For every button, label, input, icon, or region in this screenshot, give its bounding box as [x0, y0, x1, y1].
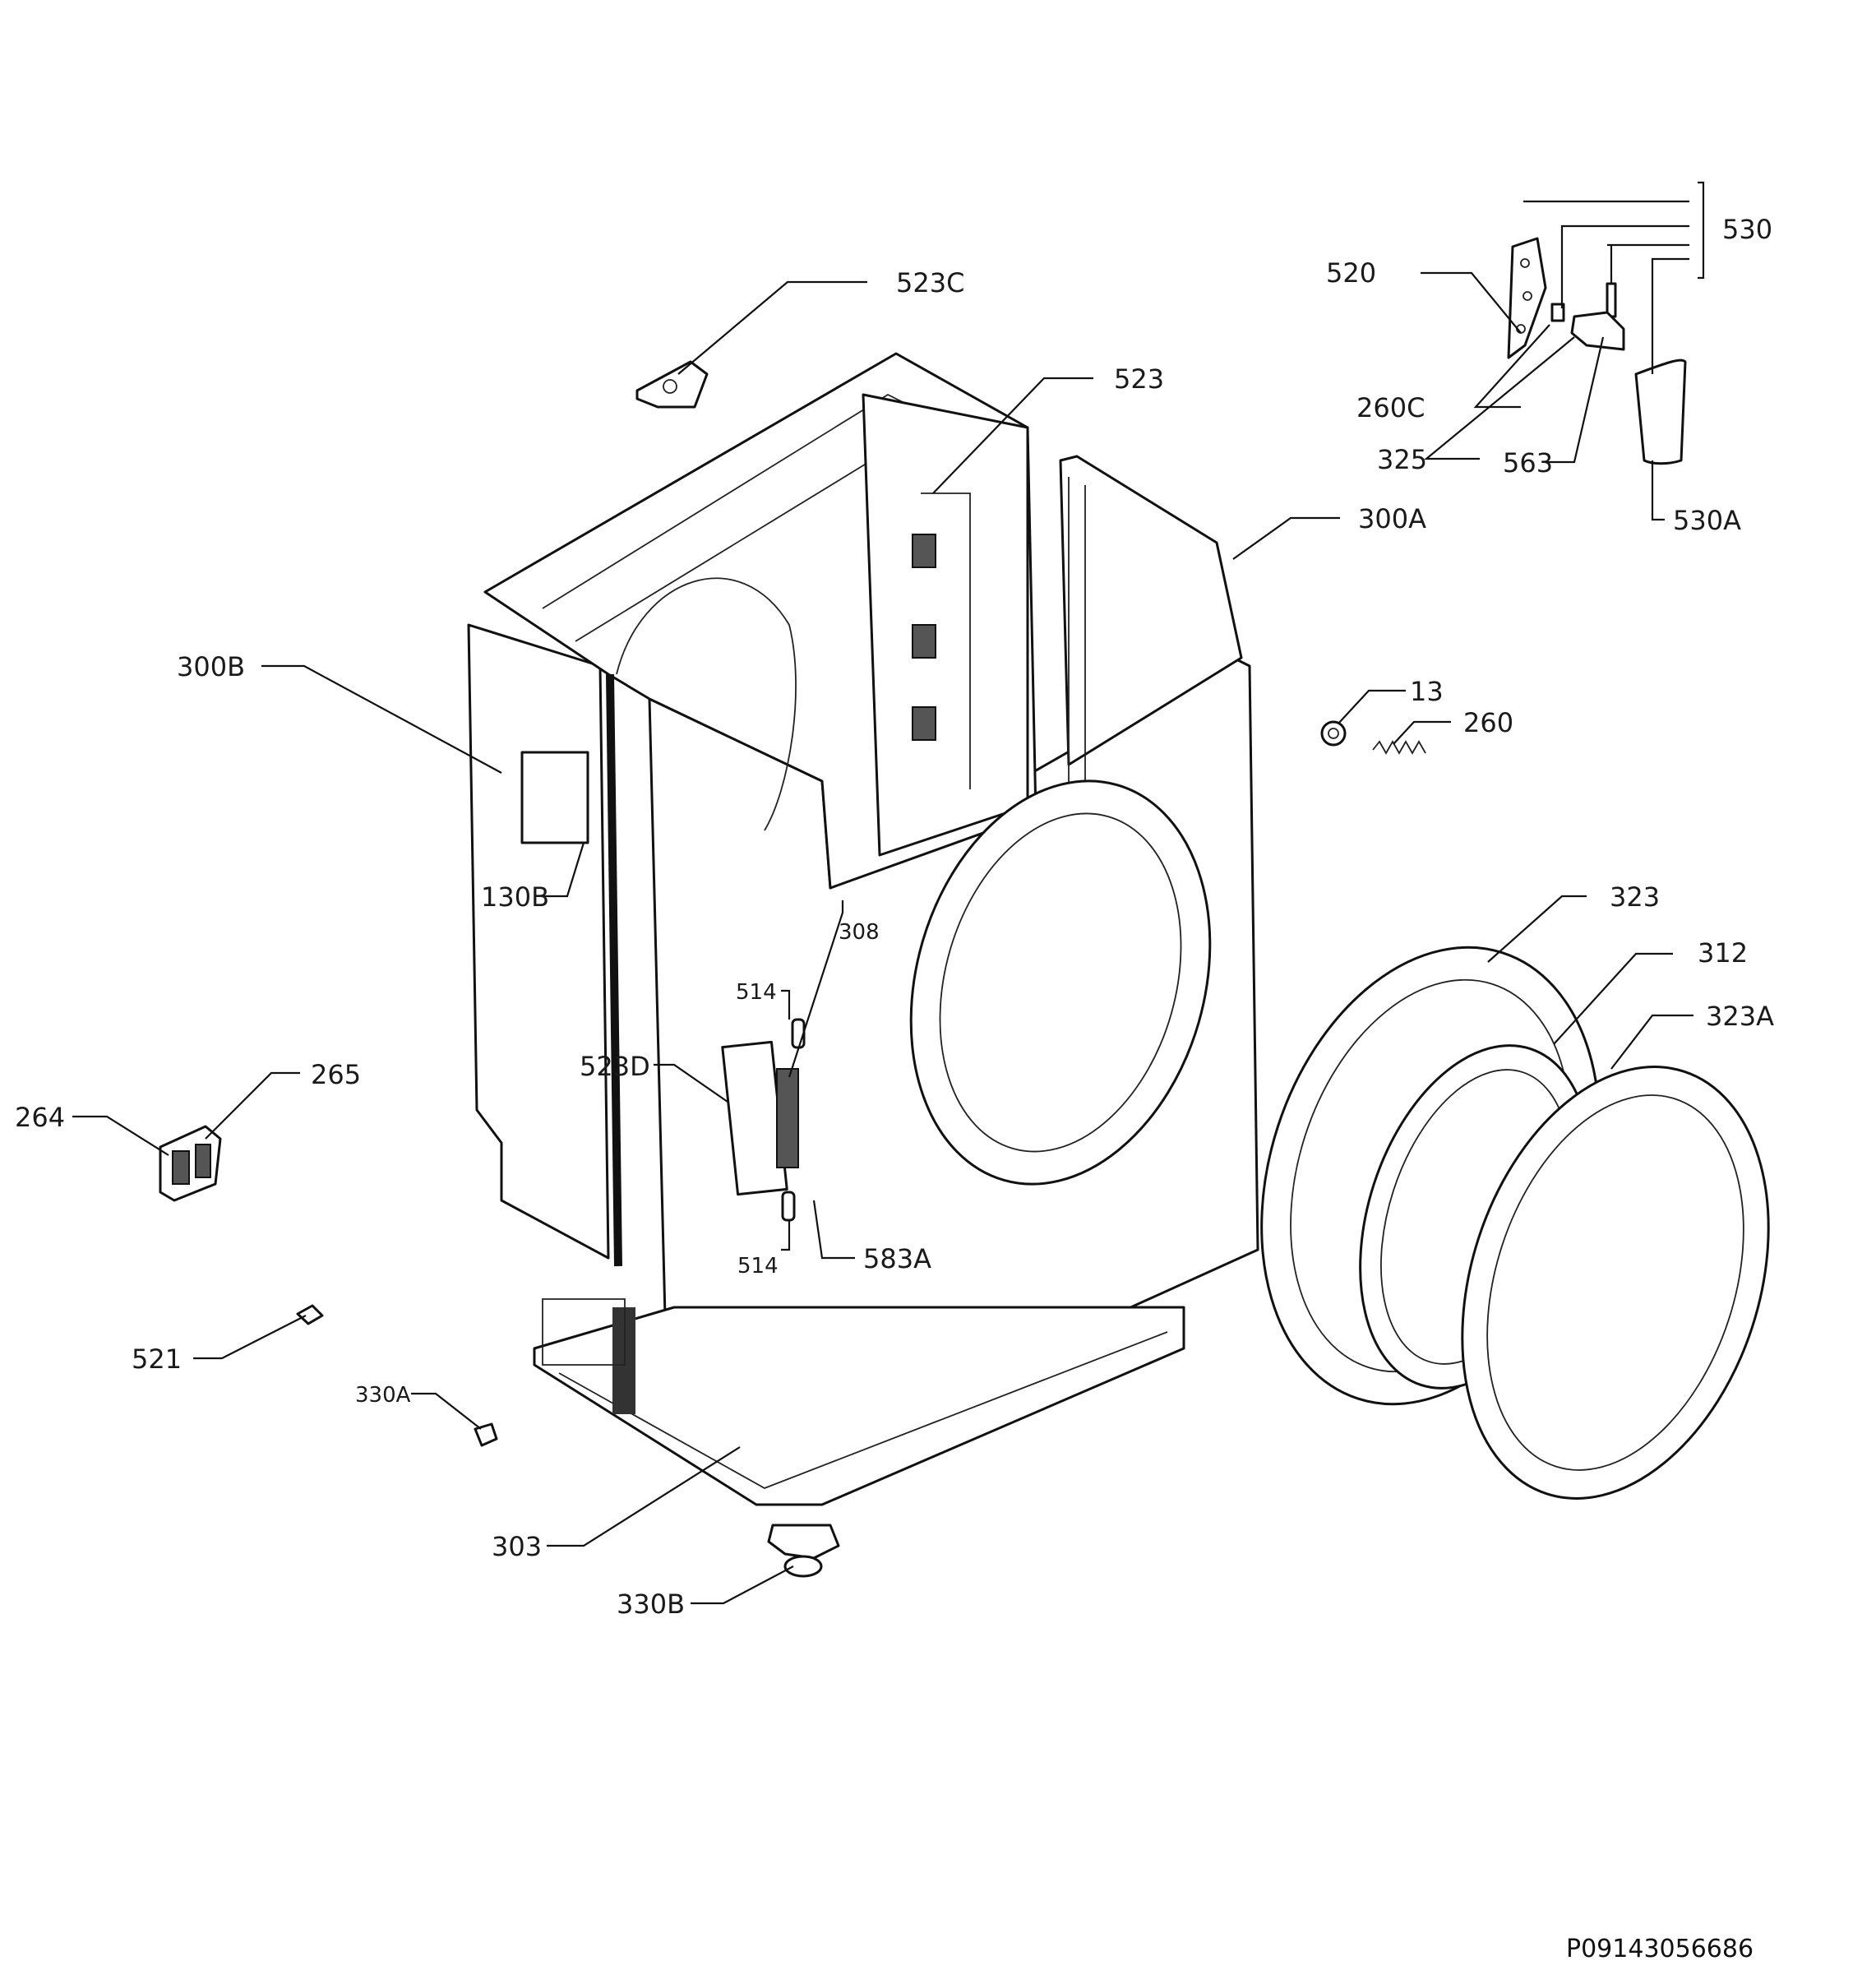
label-583a: 583A	[863, 1243, 931, 1274]
label-264: 264	[15, 1102, 65, 1133]
screw-521	[296, 1304, 324, 1325]
pin-514-upper	[791, 1018, 806, 1049]
label-330b: 330B	[617, 1588, 685, 1620]
label-523c: 523C	[896, 267, 964, 298]
label-521: 521	[132, 1343, 182, 1375]
label-530a: 530A	[1673, 505, 1741, 536]
drawing-code: P09143056686	[1566, 1935, 1754, 1963]
cabinet-body	[467, 352, 1259, 1506]
hinge-264-265	[159, 1125, 222, 1202]
base-frame-303	[533, 1306, 1185, 1506]
label-300b: 300B	[177, 651, 245, 682]
bracket-523c	[635, 360, 709, 409]
side-panel-300b	[467, 623, 610, 1260]
label-308: 308	[839, 920, 880, 945]
callout-labels: 523C 523 520 530 260C 325 563 530A 300A …	[15, 214, 1774, 1963]
label-523d: 523D	[580, 1051, 650, 1082]
rating-label-130b	[520, 751, 589, 844]
label-330a: 330A	[355, 1383, 411, 1408]
clip-260c	[1550, 303, 1565, 322]
label-130b: 130B	[481, 881, 549, 913]
spring-260	[1372, 740, 1426, 755]
label-312: 312	[1698, 937, 1748, 969]
inner-rear-panel	[862, 393, 1029, 857]
label-303: 303	[492, 1531, 542, 1562]
hinge-plate-520	[1507, 237, 1547, 359]
label-300a: 300A	[1358, 503, 1426, 534]
door-ring-323a	[1461, 1066, 1770, 1500]
label-325: 325	[1377, 444, 1427, 475]
pin-325	[1606, 282, 1617, 318]
pin-514-lower	[781, 1191, 796, 1222]
hinge-bracket-563	[1570, 311, 1625, 351]
label-530: 530	[1722, 214, 1772, 245]
door-opening	[909, 779, 1212, 1186]
label-514-upper: 514	[736, 980, 777, 1005]
label-13: 13	[1410, 676, 1444, 707]
hinge-cover-530a	[1634, 358, 1687, 465]
label-323a: 323A	[1706, 1001, 1774, 1032]
leader-lines	[72, 181, 1705, 1605]
label-523: 523	[1114, 363, 1164, 395]
drum-outline	[616, 577, 797, 831]
foot-330b	[767, 1524, 840, 1578]
label-514-lower: 514	[737, 1254, 779, 1279]
label-323: 323	[1610, 881, 1660, 913]
inner-right-frame	[1059, 455, 1243, 766]
nut-13	[1320, 720, 1347, 747]
label-265: 265	[311, 1059, 361, 1090]
label-520: 520	[1326, 257, 1376, 289]
door-assembly	[1260, 946, 1770, 1500]
label-260c: 260C	[1356, 392, 1425, 423]
label-563: 563	[1503, 447, 1553, 479]
label-260: 260	[1463, 707, 1513, 738]
